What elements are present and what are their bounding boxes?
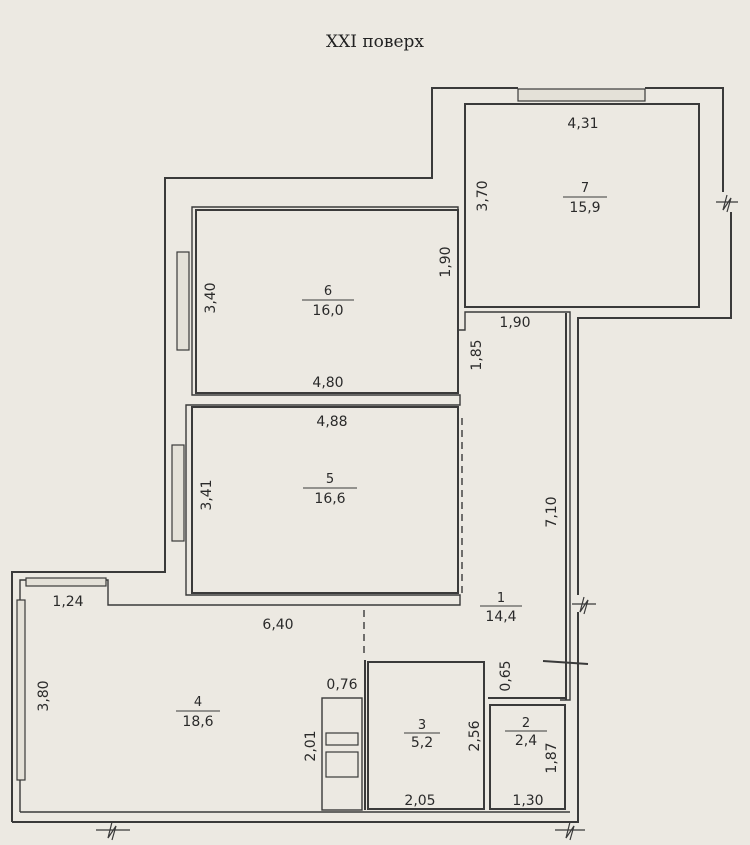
room-6-number: 6: [324, 284, 332, 299]
room-2-number: 2: [522, 716, 530, 731]
room-7-area: 15,9: [569, 200, 600, 216]
room-7-walls: [464, 103, 700, 308]
room-5-area: 16,6: [314, 491, 345, 507]
floor-title: XXI поверх: [326, 32, 424, 52]
break-mark-bottom-right: [555, 821, 585, 841]
hall-short-wall: [542, 660, 589, 665]
dim-corridor-side: 1,85: [469, 339, 485, 370]
break-mark-top: [716, 194, 738, 213]
room-6-area: 16,0: [312, 303, 343, 319]
dim-room-4-width: 6,40: [262, 617, 293, 633]
dim-room-3-width: 2,05: [404, 793, 435, 809]
room-7-number: 7: [581, 181, 589, 196]
window-room-7: [517, 88, 646, 102]
room-4-number: 4: [194, 695, 202, 710]
dim-room-6-height: 3,40: [203, 282, 219, 313]
dim-room-6-width: 4,80: [312, 375, 343, 391]
dim-room-4-height: 3,80: [36, 680, 52, 711]
room-5-walls: [191, 406, 459, 594]
window-balcony: [25, 577, 107, 587]
dim-room-5-width: 4,88: [316, 414, 347, 430]
room-1-area: 14,4: [485, 609, 516, 625]
dim-room-7-height: 3,70: [475, 180, 491, 211]
kitchen-counter: [321, 697, 363, 811]
room-1-number: 1: [497, 591, 505, 606]
inner-wall-outline: [19, 206, 571, 813]
window-room-5: [171, 444, 185, 542]
dim-corridor-top: 1,90: [499, 315, 530, 331]
dim-room-3-height: 2,56: [467, 720, 483, 751]
sink: [325, 751, 359, 778]
dim-room-5-height: 3,41: [199, 479, 215, 510]
dim-room-6-right: 1,90: [438, 246, 454, 277]
dim-balcony-width: 1,24: [52, 594, 83, 610]
dim-room-7-width: 4,31: [567, 116, 598, 132]
dim-hall-offset: 0,65: [498, 660, 514, 691]
room-2-walls: [489, 704, 566, 810]
room-5-number: 5: [326, 472, 334, 487]
room-3-number: 3: [418, 718, 426, 733]
dim-room-2-height: 1,87: [544, 742, 560, 773]
room-3-walls: [367, 661, 485, 810]
dim-kitchen-length: 2,01: [303, 730, 319, 761]
dim-room-2-width: 1,30: [512, 793, 543, 809]
break-mark-bottom-left: [96, 821, 130, 841]
dim-kitchen-depth: 0,76: [326, 677, 357, 693]
stove: [325, 732, 359, 746]
room-2-area: 2,4: [515, 733, 537, 749]
dim-corridor-length: 7,10: [544, 496, 560, 527]
window-room-6: [176, 251, 190, 351]
break-mark-right: [572, 596, 596, 615]
window-room-4: [16, 599, 26, 781]
room-6-walls: [195, 209, 459, 394]
room-3-area: 5,2: [411, 735, 433, 751]
room-4-area: 18,6: [182, 714, 213, 730]
outer-wall: [11, 87, 732, 823]
